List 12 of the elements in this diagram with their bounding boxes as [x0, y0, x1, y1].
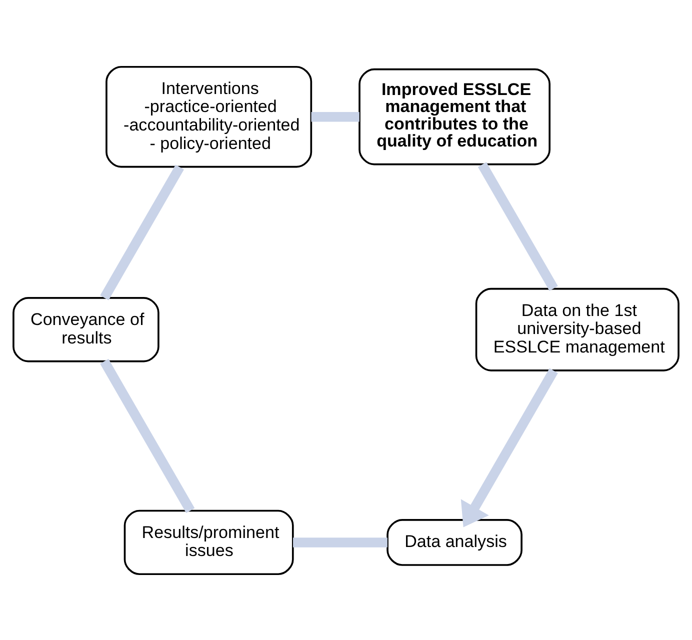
- connector: [311, 111, 360, 122]
- node-box: Improved ESSLCE management that contributes to the quality of education: [358, 68, 550, 165]
- node-box: Results/prominent issues: [124, 509, 294, 575]
- arrow: [460, 368, 558, 527]
- node-box: Data on the 1st university-based ESSLCE management: [475, 287, 680, 371]
- connector: [478, 162, 558, 290]
- connector: [100, 358, 195, 513]
- node-box: Conveyance of results: [12, 296, 160, 362]
- node-box: Data analysis: [386, 518, 522, 566]
- connector: [293, 537, 388, 547]
- connector: [100, 164, 184, 300]
- node-box: Interventions -practice-oriented -accountability-oriented - policy-oriented: [106, 65, 312, 168]
